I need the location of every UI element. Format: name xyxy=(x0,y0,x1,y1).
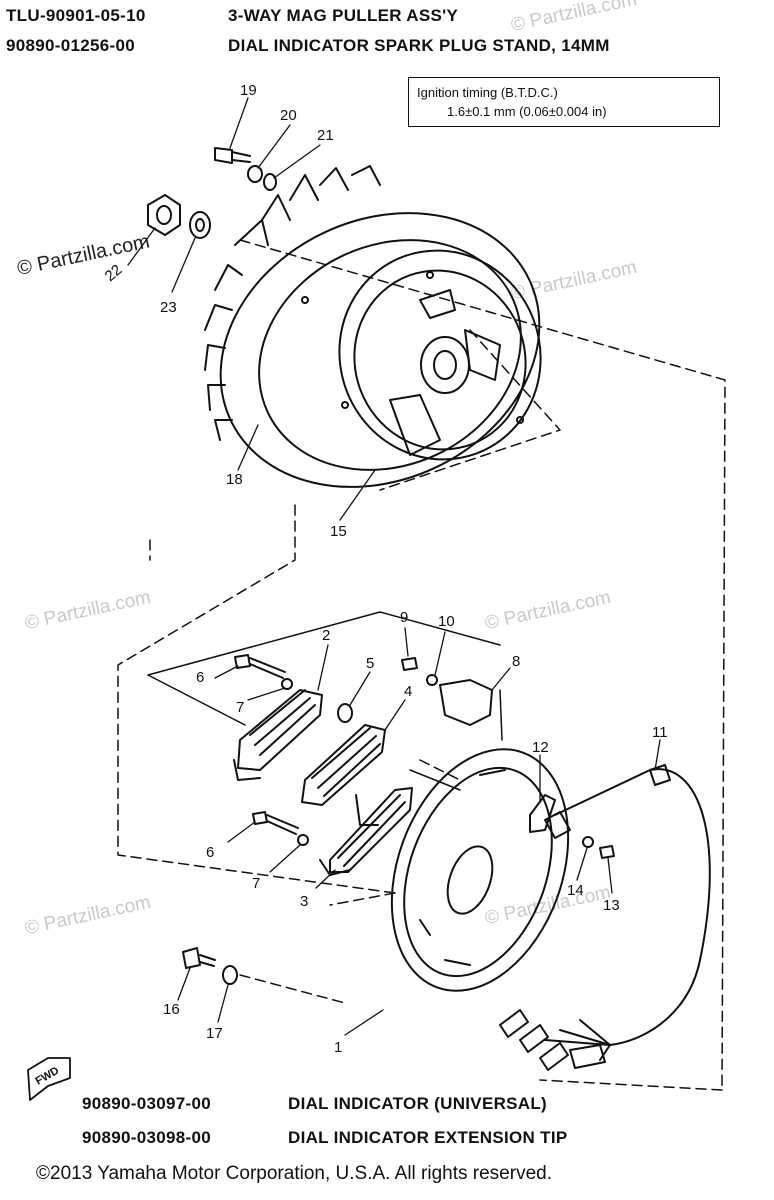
callout-14: 14 xyxy=(567,882,584,899)
flywheel-rotor xyxy=(204,165,542,488)
tool-description: 3-WAY MAG PULLER ASS'Y xyxy=(228,6,459,25)
base-screw-16 xyxy=(182,947,238,985)
tool-row-extension-tip: 90890-03098-00 DIAL INDICATOR EXTENSION … xyxy=(82,1128,567,1148)
coil-2 xyxy=(233,689,323,781)
tool-part-number: 90890-03098-00 xyxy=(82,1128,211,1147)
coil-3 xyxy=(319,787,413,876)
tool-part-number: 90890-01256-00 xyxy=(6,36,135,55)
tool-description: DIAL INDICATOR SPARK PLUG STAND, 14MM xyxy=(228,36,610,55)
callout-20: 20 xyxy=(280,107,297,124)
callout-2: 2 xyxy=(322,627,330,644)
callout-19: 19 xyxy=(240,82,257,99)
callout-6: 6 xyxy=(206,844,214,861)
copyright-notice: ©2013 Yamaha Motor Corporation, U.S.A. A… xyxy=(36,1163,552,1184)
spec-title: Ignition timing (B.T.D.C.) xyxy=(417,85,558,100)
coil-group-outline xyxy=(147,611,503,791)
lead-wire-11 xyxy=(499,764,711,1071)
callout-13: 13 xyxy=(603,897,620,914)
wire-clamp-12 xyxy=(529,794,615,859)
coil-4 xyxy=(301,724,386,826)
callout-7: 7 xyxy=(252,875,260,892)
callout-10: 10 xyxy=(438,613,455,630)
coil-screws xyxy=(234,654,309,846)
callout-6: 6 xyxy=(196,669,204,686)
fwd-label: FWD xyxy=(34,1065,62,1088)
screw-and-washers-19-21 xyxy=(214,147,277,191)
callout-11: 11 xyxy=(652,724,668,741)
tool-row-dial-indicator: 90890-03097-00 DIAL INDICATOR (UNIVERSAL… xyxy=(82,1094,547,1114)
callout-numbers: 19 20 21 22 23 18 15 9 10 2 5 8 6 7 4 12… xyxy=(34,82,668,1088)
spacer-5 xyxy=(337,703,353,723)
fwd-arrow-icon xyxy=(27,1057,71,1101)
callout-15: 15 xyxy=(330,523,347,540)
callout-5: 5 xyxy=(366,655,374,672)
tool-part-number: 90890-03097-00 xyxy=(82,1094,211,1113)
callout-3: 3 xyxy=(300,893,308,910)
spec-value: 1.6±0.1 mm (0.06±0.004 in) xyxy=(447,104,607,119)
tool-part-number: TLU-90901-05-10 xyxy=(6,6,146,25)
tool-description: DIAL INDICATOR EXTENSION TIP xyxy=(288,1128,568,1147)
ignition-timing-spec-box: Ignition timing (B.T.D.C.) 1.6±0.1 mm (0… xyxy=(408,77,720,127)
pickup-coil-8 xyxy=(401,657,493,726)
callout-9: 9 xyxy=(400,609,408,626)
callout-12: 12 xyxy=(532,739,549,756)
callout-21: 21 xyxy=(317,127,334,144)
callout-leader-lines xyxy=(127,97,661,1036)
assembly-boundary-lines xyxy=(117,239,726,1091)
callout-4: 4 xyxy=(404,683,412,700)
callout-16: 16 xyxy=(163,1001,180,1018)
callout-1: 1 xyxy=(334,1039,342,1056)
callout-23: 23 xyxy=(160,299,177,316)
callout-7: 7 xyxy=(236,699,244,716)
tool-row-mag-puller: TLU-90901-05-10 3-WAY MAG PULLER ASS'Y xyxy=(6,6,458,26)
tool-row-spark-plug-stand: 90890-01256-00 DIAL INDICATOR SPARK PLUG… xyxy=(6,36,609,56)
callout-8: 8 xyxy=(512,653,520,670)
callout-22: 22 xyxy=(102,261,126,285)
flywheel-nut-and-washer xyxy=(147,194,211,239)
callout-18: 18 xyxy=(226,471,243,488)
callout-17: 17 xyxy=(206,1025,223,1042)
stator-base-plate xyxy=(390,748,570,992)
tool-description: DIAL INDICATOR (UNIVERSAL) xyxy=(288,1094,548,1113)
